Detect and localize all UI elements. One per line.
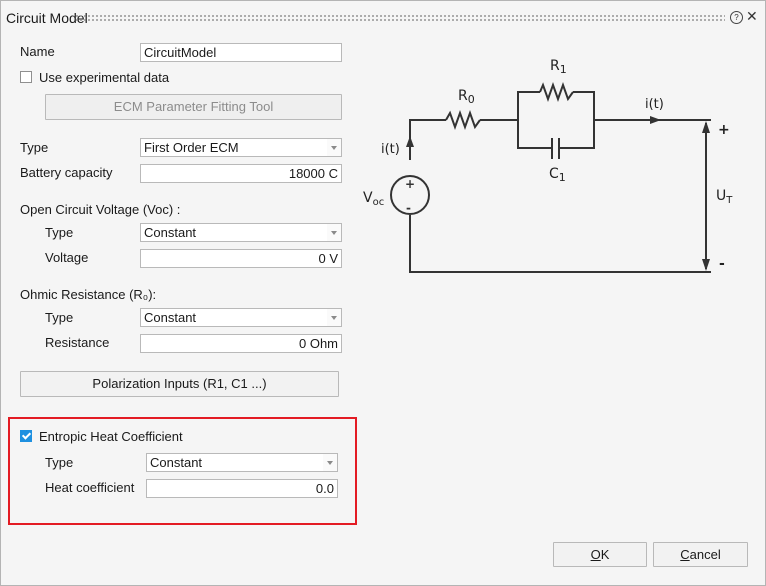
ohmic-type-label: Type <box>45 310 74 325</box>
chevron-down-icon[interactable] <box>327 308 342 327</box>
r1-resistor <box>539 82 574 102</box>
circuit-diagram: R0 R1 C1 i(t) i(t) Voc + - UT + - <box>363 58 733 273</box>
ok-mnemonic: O <box>590 547 601 562</box>
ut-label: UT <box>716 188 733 206</box>
battery-capacity-label: Battery capacity <box>20 165 113 180</box>
current-label-left: i(t) <box>381 142 400 157</box>
close-icon[interactable]: ✕ <box>746 8 758 24</box>
help-icon[interactable]: ? <box>730 11 743 24</box>
type-label: Type <box>20 140 49 155</box>
resistance-label: Resistance <box>45 335 110 350</box>
entropic-heat-checkbox[interactable] <box>20 430 32 442</box>
current-arrow-left <box>406 136 414 147</box>
current-arrow-right <box>650 116 661 124</box>
ohmic-type-select-value[interactable]: Constant <box>140 308 328 327</box>
voltage-source <box>390 175 430 215</box>
voc-label: Voc <box>363 190 384 208</box>
chevron-down-icon[interactable] <box>327 223 342 242</box>
entropic-type-label: Type <box>45 455 74 470</box>
voltage-input[interactable]: 0 V <box>140 249 342 268</box>
use-experimental-label[interactable]: Use experimental data <box>39 70 170 85</box>
entropic-type-select-value[interactable]: Constant <box>146 453 324 472</box>
plus-terminal: + <box>718 122 730 138</box>
minus-terminal: - <box>719 256 725 272</box>
entropic-type-select[interactable]: Constant <box>146 453 338 472</box>
title-bar[interactable]: Circuit Model ? ✕ <box>1 1 765 33</box>
ut-arrow-bottom <box>702 259 710 271</box>
r0-resistor <box>445 110 481 130</box>
r0-label: R0 <box>458 88 475 106</box>
chevron-down-icon[interactable] <box>327 138 342 157</box>
battery-capacity-input[interactable]: 18000 C <box>140 164 342 183</box>
ocv-type-select-value[interactable]: Constant <box>140 223 328 242</box>
cancel-mnemonic: C <box>680 547 690 562</box>
ohmic-heading: Ohmic Resistance (R₀): <box>20 287 157 302</box>
wire-r1-right <box>562 91 595 149</box>
r1-label: R1 <box>550 58 567 76</box>
voltage-label: Voltage <box>45 250 89 265</box>
type-select-value[interactable]: First Order ECM <box>140 138 328 157</box>
c1-label: C1 <box>549 166 566 184</box>
dialog-title: Circuit Model <box>6 10 88 26</box>
ecm-parameter-fitting-button[interactable]: ECM Parameter Fitting Tool <box>45 94 342 120</box>
drag-grip[interactable] <box>75 14 725 22</box>
highlight-box <box>8 417 357 525</box>
name-input[interactable]: CircuitModel <box>140 43 342 62</box>
chevron-down-icon[interactable] <box>323 453 338 472</box>
resistance-input[interactable]: 0 Ohm <box>140 334 342 353</box>
entropic-heat-label[interactable]: Entropic Heat Coefficient <box>39 429 183 444</box>
name-label: Name <box>20 44 55 59</box>
heat-coefficient-input[interactable]: 0.0 <box>146 479 338 498</box>
cancel-button[interactable]: Cancel <box>653 542 748 567</box>
cancel-label: ancel <box>689 547 721 562</box>
ut-arrow-top <box>702 121 710 133</box>
wire-r1-left <box>517 91 540 120</box>
wire-left-top <box>409 119 446 160</box>
polarization-inputs-button[interactable]: Polarization Inputs (R1, C1 ...) <box>20 371 339 397</box>
ocv-type-select[interactable]: Constant <box>140 223 342 242</box>
source-plus-sign: + <box>405 177 415 191</box>
type-select[interactable]: First Order ECM <box>140 138 342 157</box>
current-label-right: i(t) <box>645 97 664 112</box>
wire-bottom <box>409 215 711 273</box>
ok-button[interactable]: OK <box>553 542 647 567</box>
use-experimental-checkbox[interactable] <box>20 71 32 83</box>
wire-c1-left <box>517 120 552 149</box>
source-minus-sign: - <box>406 201 411 215</box>
ocv-type-label: Type <box>45 225 74 240</box>
ok-label: K <box>600 547 610 562</box>
heat-coefficient-label: Heat coefficient <box>45 480 135 495</box>
ocv-heading: Open Circuit Voltage (Voc) : <box>20 202 181 217</box>
ohmic-type-select[interactable]: Constant <box>140 308 342 327</box>
